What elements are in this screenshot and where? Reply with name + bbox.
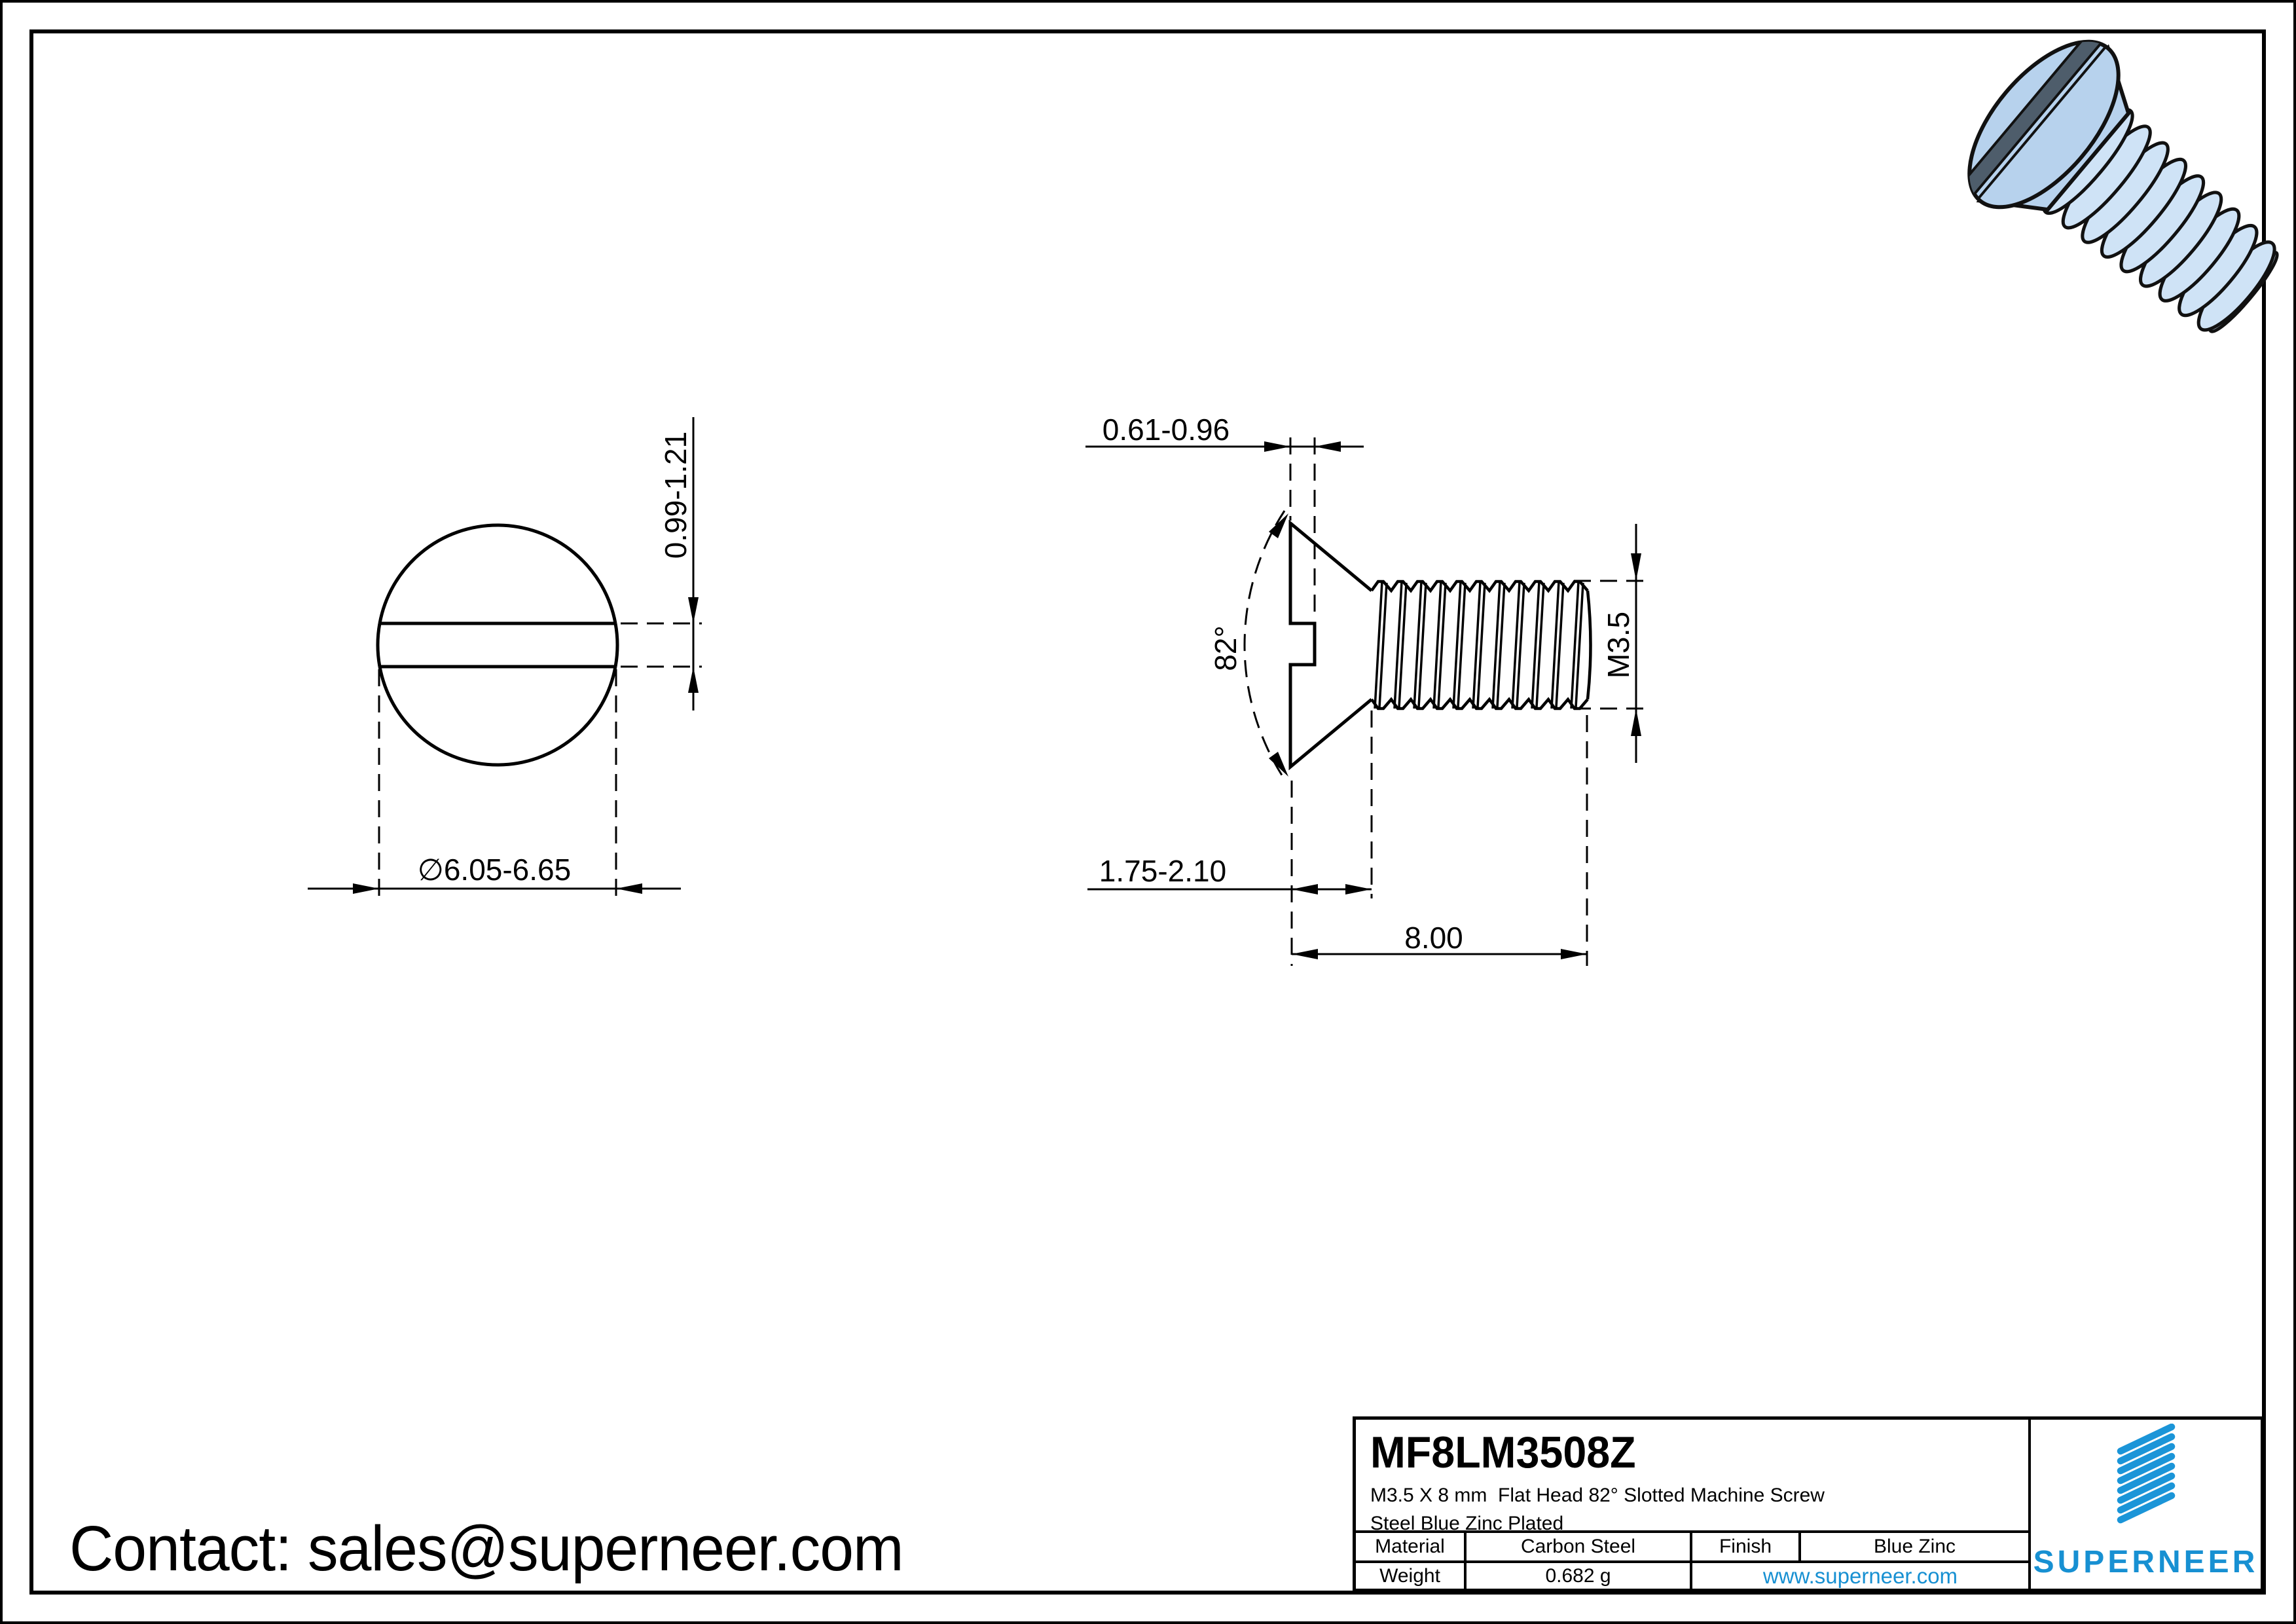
part-description-line1: M3.5 X 8 mm Flat Head 82° Slotted Machin… bbox=[1370, 1485, 1825, 1506]
dim-side-head-height: 1.75-2.10 bbox=[1099, 854, 1226, 888]
brand-name: SUPERNEER bbox=[2033, 1545, 2259, 1579]
part-description-line2: Steel Blue Zinc Plated bbox=[1370, 1513, 1564, 1531]
dim-front-head-diameter: ∅6.05-6.65 bbox=[418, 853, 571, 887]
dim-side-length: 8.00 bbox=[1404, 921, 1463, 955]
part-number: MF8LM3508Z bbox=[1370, 1428, 1636, 1477]
title-block-left: MF8LM3508Z M3.5 X 8 mm Flat Head 82° Slo… bbox=[1356, 1420, 2028, 1589]
finish-label: Finish bbox=[1690, 1533, 1798, 1560]
side-view-screw bbox=[1288, 519, 1592, 771]
weight-label: Weight bbox=[1379, 1564, 1440, 1587]
front-view-head bbox=[376, 523, 619, 767]
brand-logo-cell: SUPERNEER bbox=[2028, 1420, 2261, 1589]
title-block-header: MF8LM3508Z M3.5 X 8 mm Flat Head 82° Slo… bbox=[1356, 1420, 2028, 1530]
screw-3d-image bbox=[1956, 26, 2279, 333]
superneer-stripes-icon bbox=[2117, 1424, 2175, 1524]
front-view-dimensions: 0.99-1.21 ∅6.05-6.65 bbox=[308, 417, 702, 897]
dim-front-slot-width: 0.99-1.21 bbox=[659, 432, 693, 559]
finish-value: Blue Zinc bbox=[1798, 1533, 2028, 1560]
weight-value: 0.682 g bbox=[1464, 1563, 1690, 1589]
contact-email-line: Contact: sales@superneer.com bbox=[69, 1513, 904, 1584]
dim-side-thread-size: M3.5 bbox=[1601, 612, 1635, 678]
dim-side-slot-depth: 0.61-0.96 bbox=[1102, 413, 1230, 447]
title-block: MF8LM3508Z M3.5 X 8 mm Flat Head 82° Slo… bbox=[1353, 1416, 2264, 1592]
material-label: Material bbox=[1375, 1536, 1445, 1557]
weight-row: Weight 0.682 g www.superneer.com bbox=[1356, 1560, 2028, 1589]
material-finish-row: Material Carbon Steel Finish Blue Zinc bbox=[1356, 1530, 2028, 1560]
dim-side-angle: 82° bbox=[1209, 625, 1243, 671]
side-view-dimensions: 0.61-0.96 82° M3.5 1.75-2.10 bbox=[1085, 413, 1646, 966]
material-value: Carbon Steel bbox=[1464, 1533, 1690, 1560]
website-link[interactable]: www.superneer.com bbox=[1690, 1563, 2028, 1589]
